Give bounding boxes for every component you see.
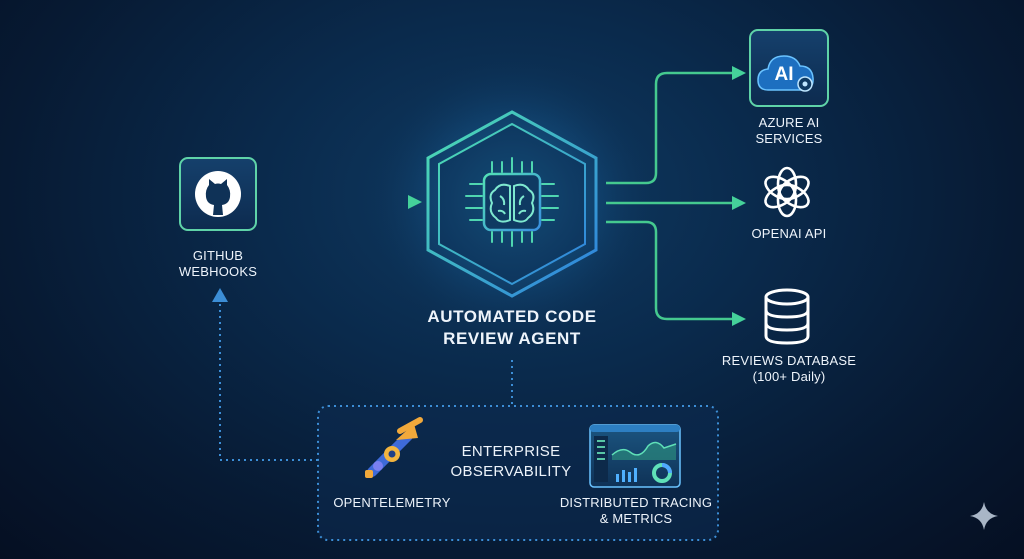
database-icon xyxy=(764,288,810,345)
brain-chip-icon xyxy=(465,157,559,247)
observability-title: ENTERPRISE OBSERVABILITY xyxy=(450,443,572,481)
dashboard-icon xyxy=(589,424,681,488)
telescope-icon xyxy=(365,417,423,478)
agent-node xyxy=(426,110,598,298)
connector-github-to-agent xyxy=(266,195,422,209)
openai-icon xyxy=(764,166,810,218)
openai-label: OPENAI API xyxy=(751,226,827,241)
github-icon xyxy=(195,171,241,217)
connector-observability-to-github xyxy=(212,288,318,461)
azure-icon-text: AI xyxy=(774,64,794,85)
opentelemetry-label: OPENTELEMETRY xyxy=(333,495,451,510)
azure-label: AZURE AI SERVICES xyxy=(755,115,823,147)
database-label: REVIEWS DATABASE (100+ Daily) xyxy=(721,353,857,385)
connector-agent-to-database xyxy=(606,220,746,326)
sparkle-icon xyxy=(970,502,998,530)
connector-agent-to-azure xyxy=(606,66,746,185)
tracing-label: DISTRIBUTED TRACING & METRICS xyxy=(559,495,713,527)
azure-node xyxy=(749,29,829,107)
agent-label: AUTOMATED CODE REVIEW AGENT xyxy=(427,307,597,349)
github-label: GITHUB WEBHOOKS xyxy=(178,248,258,280)
connector-agent-to-openai xyxy=(606,196,746,210)
cloud-ai-icon xyxy=(757,55,814,92)
github-node xyxy=(179,157,257,231)
